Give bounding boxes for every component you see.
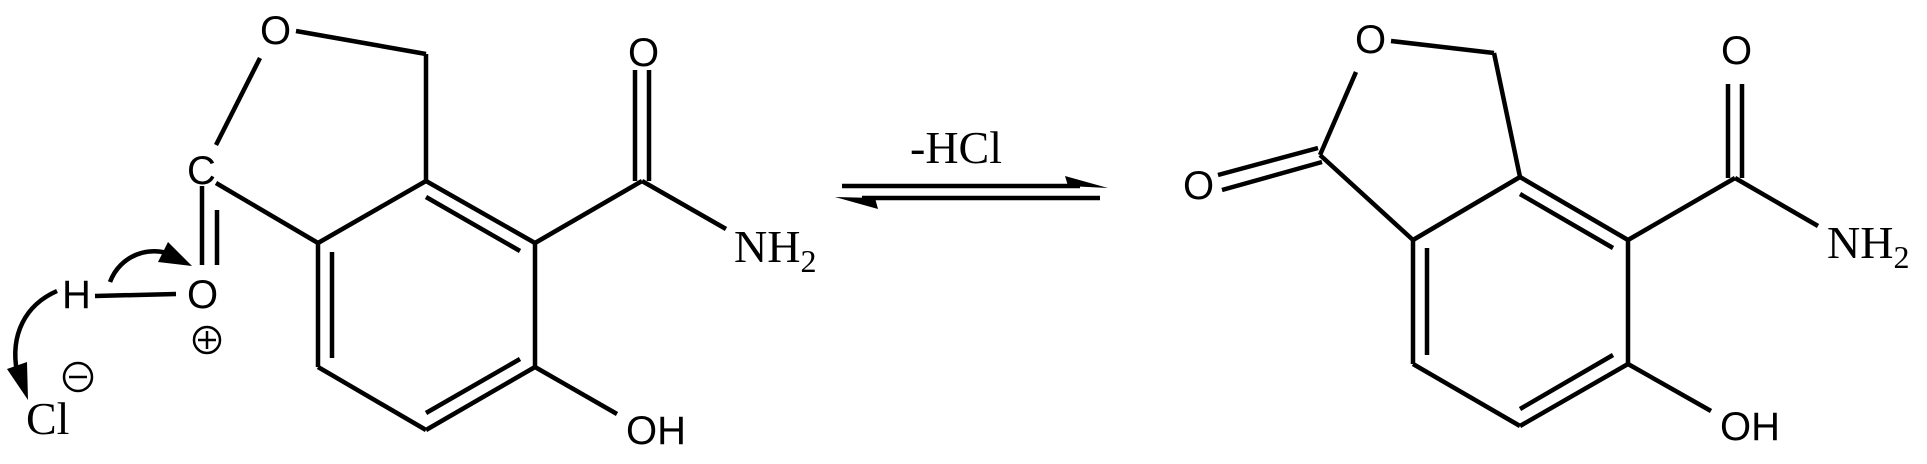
bond-ring-amideC — [533, 179, 644, 245]
forward-arrowhead-icon — [1065, 176, 1108, 188]
equilibrium-arrow: -HCl — [835, 122, 1108, 209]
bond-benz-3 — [316, 365, 428, 432]
bond-ring-amideC — [1626, 176, 1737, 242]
bond-benz-6 — [424, 179, 537, 245]
positive-charge-icon — [192, 325, 222, 355]
bond-ring-oh — [533, 365, 619, 416]
bond-ringO-carbon — [213, 56, 263, 147]
bond-benz-1 — [1411, 175, 1522, 242]
product-molecule: O O O NH2 OH — [1183, 18, 1909, 449]
curved-arrow-h-to-o — [107, 242, 192, 283]
hydroxyl-label: OH — [626, 409, 686, 453]
bond-amide-cn — [640, 179, 728, 231]
bond-exo-co-a — [1217, 145, 1319, 178]
bond-benz-6 — [1518, 175, 1630, 242]
ring-oxygen-label: O — [260, 9, 291, 53]
bond-ring-oh — [1626, 362, 1713, 413]
bond-exo-co-b — [1221, 159, 1323, 193]
amide-nh-label: NH2 — [1827, 217, 1909, 275]
bond-ringO-ch2 — [1390, 38, 1495, 56]
amide-oxygen-label: O — [1721, 29, 1752, 73]
reaction-condition-label: -HCl — [910, 122, 1002, 173]
bond-benz-4 — [424, 365, 537, 432]
bond-benz-6-inner — [1518, 192, 1615, 250]
chloride-label: Cl — [26, 393, 69, 444]
bond-benz-4 — [1518, 362, 1630, 428]
bond-h-o — [94, 291, 177, 299]
amide-oxygen-label: O — [628, 31, 659, 75]
carbonyl-carbon-label: C — [187, 149, 216, 193]
bond-carbon-benzene — [214, 181, 320, 245]
reactant-molecule: O C O H Cl O NH2 OH — [7, 9, 816, 453]
bond-ringO-carbonyl — [1317, 71, 1359, 156]
bond-benz-3 — [1411, 362, 1522, 428]
amide-nh-label: NH2 — [734, 221, 816, 279]
bond-amide-cn — [1733, 176, 1820, 228]
bond-benz-4-inner — [1518, 353, 1615, 411]
reverse-arrowhead-icon — [835, 197, 878, 209]
bond-ringO-ch2 — [295, 28, 427, 57]
hydrogen-label: H — [62, 273, 91, 317]
bond-carbonyl-benzene — [1318, 153, 1415, 242]
protonated-oxygen-label: O — [187, 273, 218, 317]
bond-benz-1 — [316, 179, 428, 245]
curved-arrow-to-chloride — [7, 288, 58, 400]
ring-oxygen-label: O — [1355, 18, 1386, 62]
negative-charge-icon — [62, 361, 94, 393]
bond-benz-6-inner — [424, 195, 522, 253]
carbonyl-oxygen-label: O — [1183, 164, 1214, 208]
bond-ch2-junction — [1491, 52, 1523, 178]
hydroxyl-label: OH — [1720, 405, 1780, 449]
bond-benz-4-inner — [424, 357, 522, 415]
